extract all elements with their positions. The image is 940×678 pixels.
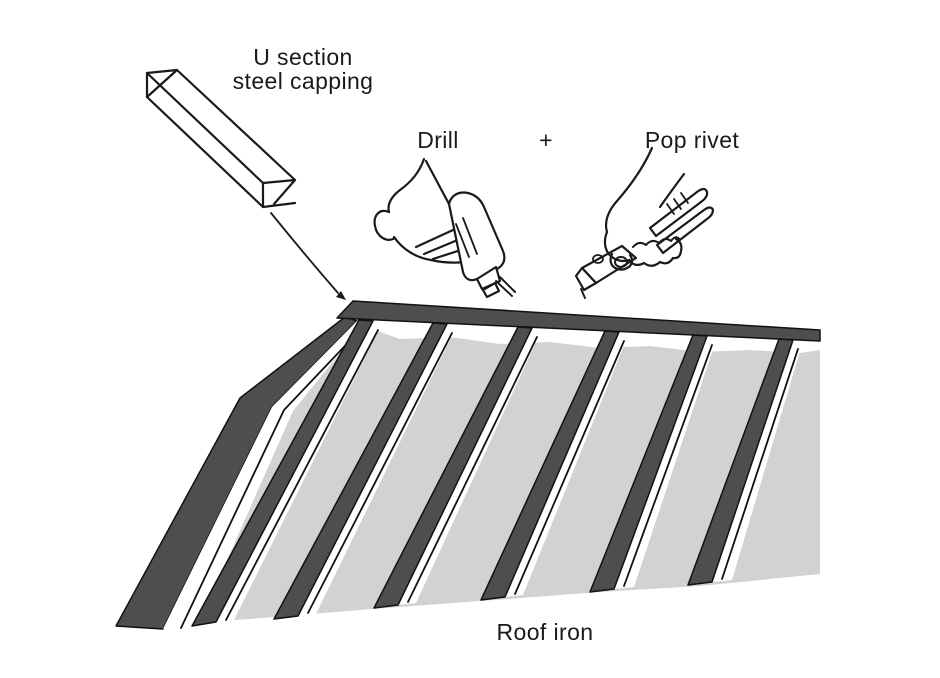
drill-body (447, 191, 506, 282)
label-u-section-steel-capping: U section steel capping (233, 45, 374, 93)
rivet-hand-arm (604, 146, 654, 234)
drill-hand-illustration (373, 157, 516, 299)
rivet-hand-knuckles (627, 237, 683, 267)
rib-shadow-line (307, 332, 453, 614)
label-pop-rivet: Pop rivet (644, 127, 740, 153)
rib-shadow-line (225, 329, 379, 621)
label-drill: Drill (417, 127, 459, 153)
channel-long-edges (145, 68, 297, 209)
label-plus: + (539, 127, 553, 153)
arrow-head (336, 291, 346, 300)
label-roof-iron: Roof iron (496, 619, 594, 645)
steel-capping-drawing (145, 68, 297, 209)
channel-open-end (261, 178, 297, 209)
rib-highlight-stripe (298, 324, 457, 616)
drill-chuck (475, 265, 502, 299)
rivet-gun-hand-illustration (574, 146, 715, 299)
rib-shadow-line (180, 328, 362, 629)
drill-bit (495, 276, 516, 297)
drill-hand-palm (392, 235, 467, 264)
rivet-hand-finger-curls (632, 236, 681, 248)
rivet-hand-thumb (609, 252, 634, 271)
rivet-hand-arm-inner (658, 172, 686, 209)
rib-shadow-line (407, 336, 538, 603)
drill-hand-wrist (387, 157, 426, 214)
pointer-arrow (270, 212, 346, 300)
channel-far-end-face (145, 68, 179, 99)
rivet-gun-nose (574, 266, 598, 292)
rivet-gun-detail (592, 254, 604, 264)
rivet-hand-thumb-tip (614, 256, 628, 268)
label-u-section-line1: U section (253, 44, 353, 70)
rivet-gun-handle (648, 187, 709, 238)
drill-hand-thumb (373, 209, 397, 241)
arrow-shaft (270, 212, 339, 294)
roof-illustration (115, 300, 821, 630)
rib-shadow-line (623, 344, 713, 587)
installed-capping-strip (336, 300, 821, 342)
rib-highlight-stripe (163, 321, 365, 630)
drill-hand-wrist-inner (424, 159, 451, 206)
roof-rib (191, 319, 374, 627)
rib-shadow-line (514, 340, 625, 595)
rib-shadow-line (721, 348, 799, 580)
drill-body-detail (455, 217, 478, 258)
rib-highlight-stripe (398, 328, 542, 605)
rib-highlight-stripe (216, 321, 383, 622)
label-u-section-line2: steel capping (232, 68, 374, 94)
rivet-pin (580, 288, 586, 299)
rivet-gun-grip-hatch (666, 192, 689, 215)
rib-highlight-stripe (505, 332, 629, 597)
